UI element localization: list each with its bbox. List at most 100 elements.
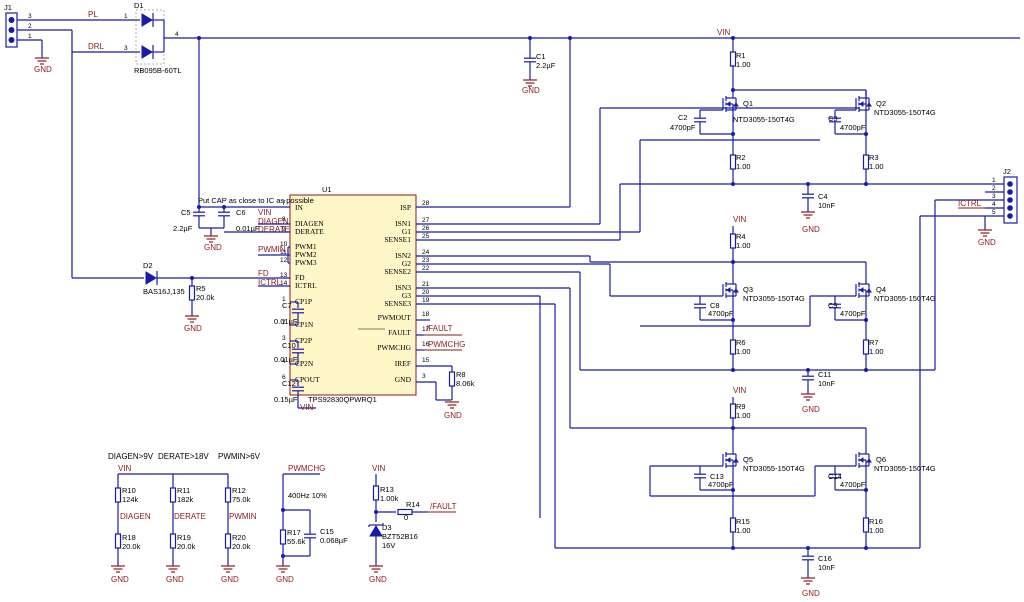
pin-num-4: 4 xyxy=(282,358,286,365)
c5-ref: C5 xyxy=(181,208,191,217)
pin-num-7: 7 xyxy=(282,200,286,207)
pin-num-18: 18 xyxy=(422,311,430,318)
gnd-label-r17: GND xyxy=(276,575,294,584)
r4-value: 1.00 xyxy=(736,241,751,250)
pin-sense3: SENSE3 xyxy=(384,299,411,308)
u1-right-pin-nums: 28 27 26 25 24 23 22 21 20 19 18 17 16 1… xyxy=(422,200,430,380)
net-vin-dividers: VIN xyxy=(118,464,132,473)
net-diagen-div: DIAGEN xyxy=(120,512,151,521)
c1-value: 2.2µF xyxy=(536,61,556,70)
pin-num-15: 15 xyxy=(422,357,430,364)
r13-ref: R13 xyxy=(380,485,394,494)
pin-num-24: 24 xyxy=(422,249,430,256)
r3-value: 1.00 xyxy=(869,162,884,171)
pin-num-26: 26 xyxy=(422,225,430,232)
c13-ref: C13 xyxy=(710,472,724,481)
c4-ref: C4 xyxy=(818,192,828,201)
r10-value: 124k xyxy=(122,495,139,504)
pin-num-1: 1 xyxy=(282,296,286,303)
r15-ref: R15 xyxy=(736,517,750,526)
pin-pwm3: PWM3 xyxy=(295,258,317,267)
j1-pin-3: 3 xyxy=(28,13,32,20)
divider-pwmin: R12 75.0k PWMIN R20 20.0k GND xyxy=(220,474,257,584)
r5-value: 20.0k xyxy=(196,293,215,302)
j2-pin-3: 3 xyxy=(992,193,996,200)
net-fd: FD xyxy=(258,269,269,278)
r8-ref: R8 xyxy=(456,370,466,379)
pin-g2: G2 xyxy=(402,259,411,268)
pin-cp2p: CP2P xyxy=(295,336,312,345)
net-pwmchg-r17: PWMCHG xyxy=(288,464,325,473)
j2-pin-4: 4 xyxy=(992,201,996,208)
note-pwmin-threshold: PWMIN>6V xyxy=(218,452,261,461)
pin-pwmchg: PWMCHG xyxy=(377,343,411,352)
r2-value: 1.00 xyxy=(736,162,751,171)
c4-value: 10nF xyxy=(818,201,836,210)
pin-gnd: GND xyxy=(395,375,412,384)
net-pwmin-u1: PWMIN xyxy=(258,245,286,254)
j1-pin-2: 2 xyxy=(28,23,32,30)
r20-ref: R20 xyxy=(232,533,246,542)
pin-num-3b: 3 xyxy=(422,373,426,380)
note-diagen-threshold: DIAGEN>9V xyxy=(108,452,154,461)
q6-part: NTD3055-150T4G xyxy=(874,464,936,473)
connector-j1: J1 3 2 1 xyxy=(4,3,32,48)
q3-part: NTD3055-150T4G xyxy=(743,294,805,303)
c3-ref: C3 xyxy=(828,114,838,123)
d1-part: RB095B-60TL xyxy=(134,66,182,75)
c16-ref: C16 xyxy=(818,554,832,563)
c11-ref: C11 xyxy=(818,370,831,379)
net-vin-top: VIN xyxy=(717,28,731,37)
pin-num-6: 6 xyxy=(282,374,286,381)
ic-u1: U1 TPS92830QPWRQ1 xyxy=(289,185,417,404)
c11-value: 10nF xyxy=(818,379,836,388)
c9-value: 4700pF xyxy=(840,309,866,318)
gnd-label-r19: GND xyxy=(166,575,184,584)
d1-ref: D1 xyxy=(134,1,144,10)
pin-num-8: 8 xyxy=(282,216,286,223)
u1-ref: U1 xyxy=(322,185,332,194)
d2-part: BAS16J,135 xyxy=(143,287,185,296)
q2-ref: Q2 xyxy=(876,99,886,108)
c8-value: 4700pF xyxy=(708,309,734,318)
r3-ref: R3 xyxy=(869,153,879,162)
pin-cp1n: CP1N xyxy=(295,320,314,329)
d3-ref: D3 xyxy=(382,523,392,532)
gnd-label-r20: GND xyxy=(221,575,239,584)
pwmchg-network: PWMCHG 400Hz 10% R17 55.6k C15 0.068µF G… xyxy=(275,464,348,584)
pin-num-25: 25 xyxy=(422,233,430,240)
c9-ref: C9 xyxy=(828,301,838,310)
r20-value: 20.0k xyxy=(232,542,251,551)
c10-value: 0.01µF xyxy=(274,355,298,364)
divider-diagen: R10 124k DIAGEN R18 20.0k GND xyxy=(110,474,151,584)
pin-iref: IREF xyxy=(395,359,411,368)
r15-value: 1.00 xyxy=(736,526,751,535)
c16-value: 10nF xyxy=(818,563,836,572)
q2-part: NTD3055-150T4G xyxy=(874,108,936,117)
r8-value: 8.06k xyxy=(456,379,475,388)
pin-num-9: 9 xyxy=(282,226,286,233)
net-fault-u1: /FAULT xyxy=(426,324,453,333)
fault-network: VIN R13 1.00k R14 0 /FAULT D3 BZT52B16 1… xyxy=(368,464,457,584)
channel-3: VIN R9 1.00 Q5 NTD3055-150T4G C13 4700pF… xyxy=(555,215,985,598)
c6-ref: C6 xyxy=(236,208,246,217)
pin-num-20: 20 xyxy=(422,289,430,296)
c15-ref: C15 xyxy=(320,527,334,536)
pin-num-22: 22 xyxy=(422,265,430,272)
gnd-label-c1: GND xyxy=(522,86,540,95)
pin-g3: G3 xyxy=(402,291,411,300)
cap-note: Put CAP as close to IC as possible xyxy=(198,196,314,205)
net-vin-u1: VIN xyxy=(258,208,272,217)
note-derate-threshold: DERATE>18V xyxy=(158,452,209,461)
q5-ref: Q5 xyxy=(743,455,753,464)
c10-ref: C10 xyxy=(282,341,296,350)
pin-num-10: 10 xyxy=(280,241,288,248)
r7-value: 1.00 xyxy=(869,347,884,356)
c14-ref: C14 xyxy=(828,472,842,481)
c6-value: 0.01µF xyxy=(236,224,260,233)
pin-num-16: 16 xyxy=(422,341,430,348)
pin-pwm2: PWM2 xyxy=(295,250,317,259)
r12-value: 75.0k xyxy=(232,495,251,504)
pin-num-2: 2 xyxy=(282,319,286,326)
c14-value: 4700pF xyxy=(840,480,866,489)
